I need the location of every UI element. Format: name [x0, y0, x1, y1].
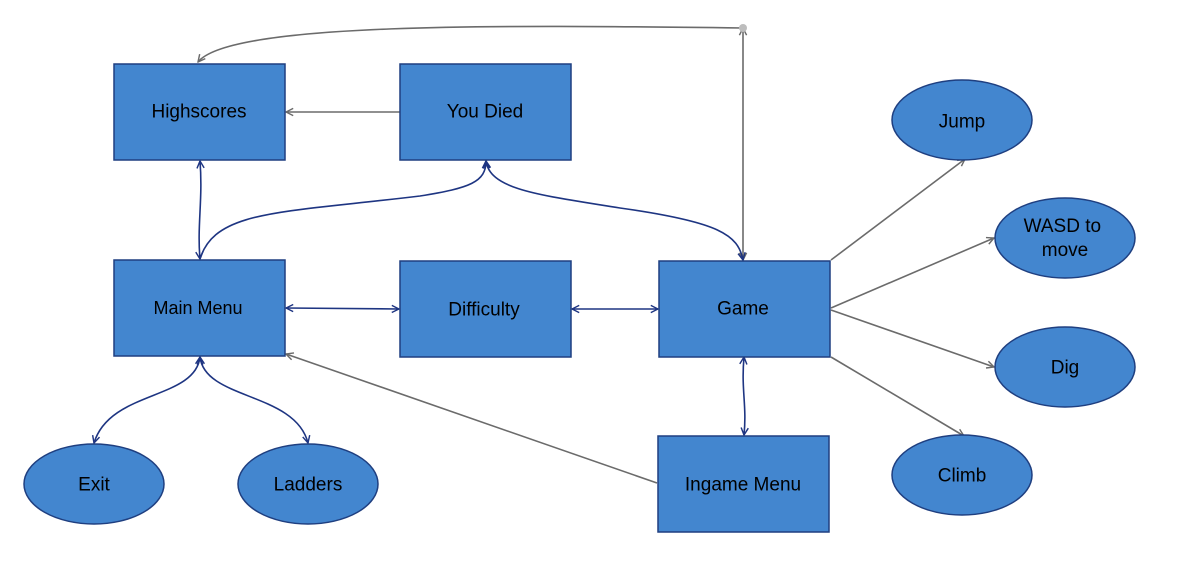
node-ladders[interactable]: Ladders: [237, 443, 379, 525]
edge-mainmenu-youdied: [199, 161, 486, 260]
node-label-jump: Jump: [939, 112, 985, 133]
edge-top-loop-to-highscores: [198, 25, 744, 62]
node-label-dig: Dig: [1051, 358, 1080, 379]
node-label-exit: Exit: [78, 475, 110, 496]
edge-ingamemenu-mainmenu: [286, 354, 658, 484]
node-label-game: Game: [717, 299, 769, 320]
node-label-difficulty: Difficulty: [448, 300, 520, 321]
edge-youdied-game: [486, 161, 743, 260]
node-you-died[interactable]: You Died: [399, 63, 572, 161]
edge-game-ingamemenu: [743, 357, 745, 435]
edge-game-jump: [830, 159, 965, 261]
edge-game-climb: [830, 356, 964, 436]
node-label-highscores: Highscores: [151, 102, 246, 123]
node-main-menu[interactable]: Main Menu: [113, 259, 286, 357]
edge-game-wasd: [830, 238, 994, 309]
edges: [94, 24, 994, 484]
edge-waypoint: [739, 24, 747, 32]
node-highscores[interactable]: Highscores: [113, 63, 286, 161]
node-label-you-died: You Died: [447, 102, 523, 123]
node-label-wasd-to-move: WASD to move: [1024, 216, 1107, 261]
node-jump[interactable]: Jump: [891, 79, 1033, 161]
node-label-ladders: Ladders: [274, 475, 343, 496]
node-exit[interactable]: Exit: [23, 443, 165, 525]
node-dig[interactable]: Dig: [994, 326, 1136, 408]
node-game[interactable]: Game: [658, 260, 831, 358]
node-difficulty[interactable]: Difficulty: [399, 260, 572, 358]
edge-highscores-mainmenu: [199, 161, 201, 259]
node-climb[interactable]: Climb: [891, 434, 1033, 516]
nodes: Highscores You Died Main Menu Difficulty…: [23, 63, 1136, 533]
edge-game-dig: [830, 309, 994, 367]
node-label-main-menu: Main Menu: [153, 298, 242, 318]
edge-mainmenu-difficulty: [286, 308, 399, 309]
edge-mainmenu-ladders: [200, 357, 308, 443]
node-label-ingame-menu: Ingame Menu: [685, 475, 801, 496]
edge-mainmenu-exit: [94, 357, 200, 443]
node-wasd-to-move[interactable]: WASD to move: [994, 197, 1136, 279]
node-label-climb: Climb: [938, 466, 987, 487]
node-ingame-menu[interactable]: Ingame Menu: [657, 435, 830, 533]
